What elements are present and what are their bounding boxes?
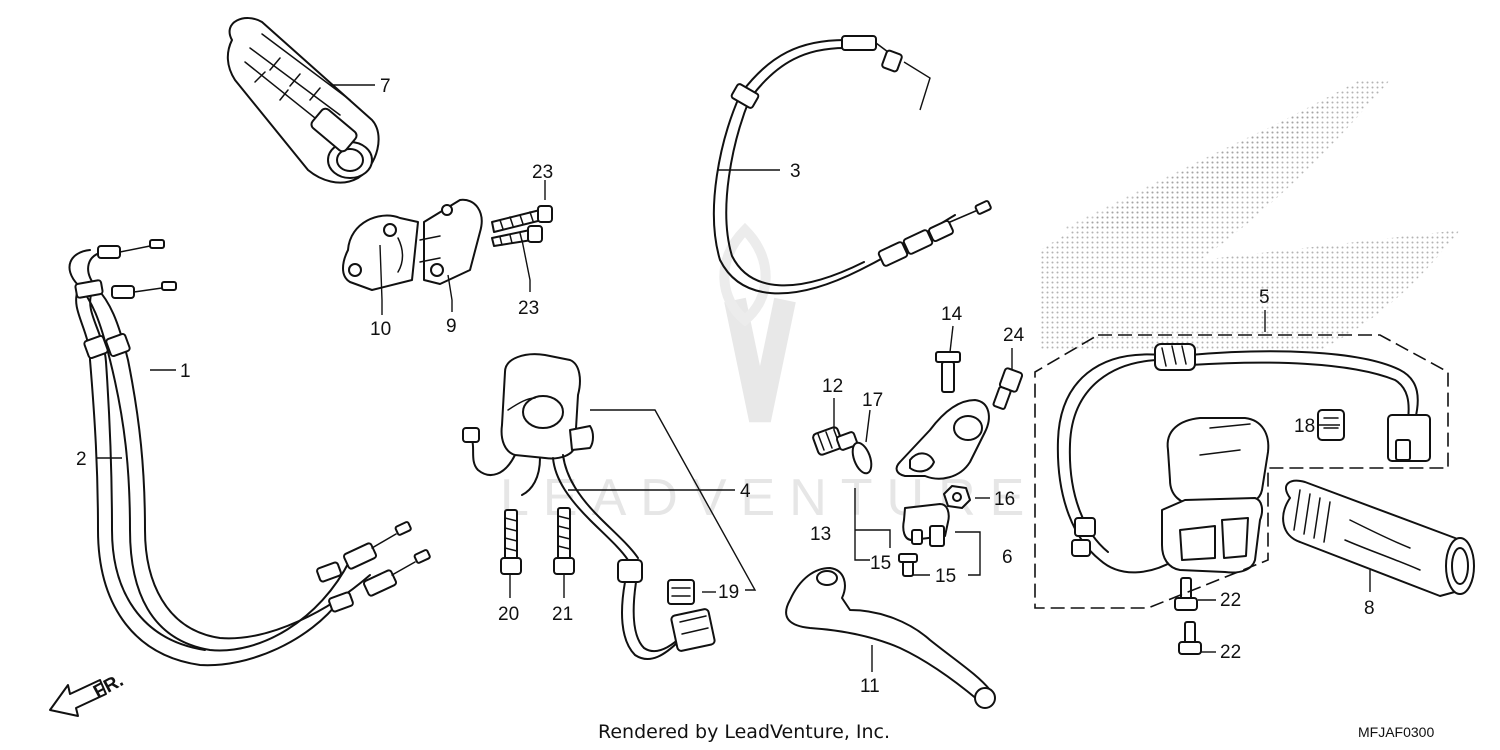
- callout-7: 7: [380, 76, 391, 97]
- callout-17: 17: [862, 390, 883, 411]
- callout-2: 2: [76, 449, 87, 470]
- diagram-code: MFJAF0300: [1358, 724, 1434, 740]
- callout-10: 10: [370, 319, 391, 340]
- callout-4: 4: [740, 481, 751, 502]
- callout-8: 8: [1364, 598, 1375, 619]
- callout-23-upper: 23: [532, 162, 553, 183]
- group-5-outline: [1034, 334, 1449, 609]
- part-17-spring-washer: [851, 441, 873, 475]
- part-22-screw-upper: [1174, 577, 1198, 611]
- callout-20: 20: [498, 604, 519, 625]
- part-12-adjuster: [812, 426, 859, 456]
- part-11-clutch-lever: [785, 567, 996, 709]
- leader-lines: [96, 84, 1371, 672]
- part-6-clutch-switch: [902, 503, 950, 547]
- callout-1: 1: [180, 361, 191, 382]
- part-3-clutch-cable: [712, 35, 992, 295]
- part-23-screw-lower: [491, 225, 543, 247]
- part-14-pivot-bolt: [935, 351, 961, 393]
- part-1-2-throttle-cables: [68, 239, 431, 667]
- callout-5: 5: [1259, 287, 1270, 308]
- part-5-right-switch: [1056, 343, 1431, 574]
- footer-credit: Rendered by LeadVenture, Inc.: [598, 721, 890, 743]
- callout-14: 14: [941, 304, 963, 325]
- part-8-right-grip: [1282, 479, 1475, 597]
- part-4-left-switch: [462, 353, 716, 660]
- callout-9: 9: [446, 316, 457, 337]
- callout-15-right: 15: [935, 566, 956, 587]
- part-19-connector-clip: [667, 579, 695, 605]
- part-15-screw: [898, 553, 918, 577]
- part-20-screw: [500, 509, 522, 575]
- part-21-screw: [553, 507, 575, 575]
- callout-18: 18: [1294, 416, 1315, 437]
- callout-22-lower: 22: [1220, 642, 1241, 663]
- callout-6: 6: [1002, 547, 1013, 568]
- callout-11: 11: [860, 676, 880, 697]
- front-direction-arrow: [49, 679, 107, 717]
- part-7-throttle-grip: [226, 17, 380, 184]
- callout-15-left: 15: [870, 553, 891, 574]
- part-22-screw-lower: [1178, 621, 1202, 655]
- callout-3: 3: [790, 161, 801, 182]
- part-16-nut: [943, 485, 971, 509]
- callout-12: 12: [822, 376, 843, 397]
- callout-13: 13: [810, 524, 831, 545]
- lever-bracket: [895, 399, 990, 480]
- callout-21: 21: [552, 604, 573, 625]
- callout-16: 16: [994, 489, 1015, 510]
- wing-logo-watermark: [1040, 80, 1460, 350]
- callout-24: 24: [1003, 325, 1025, 346]
- part-9-housing-lower: [419, 198, 483, 285]
- callout-22-upper: 22: [1220, 590, 1241, 611]
- callout-19: 19: [718, 582, 739, 603]
- callout-labels: 1 2 3 4 5 6 7 8 9 10 11 12 13 14 15 15 1…: [76, 76, 1375, 697]
- callout-23-lower: 23: [518, 298, 539, 319]
- part-24-bolt: [992, 367, 1024, 410]
- part-23-screw-upper: [491, 205, 553, 233]
